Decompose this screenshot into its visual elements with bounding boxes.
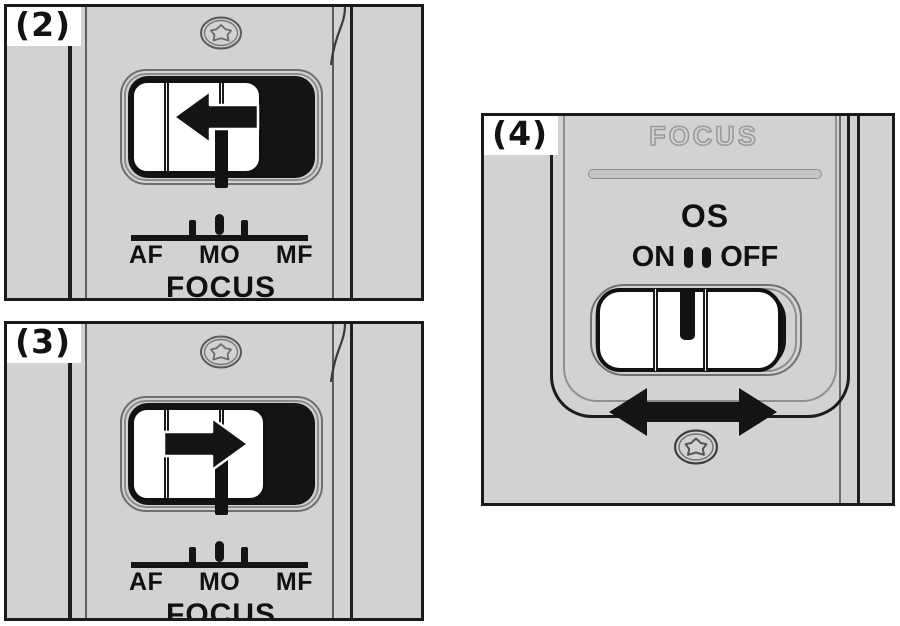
focus-caption: FOCUS (166, 271, 276, 301)
switch-recess (128, 403, 315, 515)
arrow-left-icon (172, 89, 260, 145)
focus-scale-labels: AF MO MF (129, 568, 313, 597)
os-label-off: OFF (720, 241, 779, 273)
focus-caption: FOCUS (166, 598, 276, 621)
lens-seam-line (839, 116, 841, 503)
knob-grip-groove (163, 83, 169, 171)
lens-seam-line (350, 324, 353, 618)
scale-label-mo: MO (198, 568, 241, 596)
knob-grip-groove (653, 289, 659, 371)
scale-tick-mo-mf (241, 547, 248, 568)
os-switch-bezel-outer (590, 284, 802, 376)
figure-badge-3: (3) (7, 324, 82, 363)
ghost-focus-label: FOCUS (648, 120, 759, 152)
scale-label-mf: MF (275, 241, 313, 269)
scale-tick-af-mo (189, 220, 196, 241)
double-arrow-horizontal-icon (609, 388, 777, 436)
star-screw-icon (200, 16, 242, 50)
scale-tick-af-mo (189, 547, 196, 568)
panel-slot-bar (588, 169, 822, 179)
os-tick-on (684, 247, 694, 268)
switch-pointer-tab (214, 120, 228, 188)
os-switch-pointer-tab (680, 288, 695, 340)
knob-grip-groove (703, 289, 709, 371)
focus-mode-switch[interactable] (120, 69, 323, 188)
scale-baseline (131, 562, 308, 568)
switch-recess (128, 76, 315, 188)
lens-seam-line (68, 324, 72, 618)
lens-seam-line (332, 324, 334, 618)
star-screw-icon (200, 335, 242, 369)
scale-tick-mo (215, 541, 224, 562)
os-label-on: ON (631, 241, 676, 273)
focus-scale-labels: AF MO MF (129, 241, 313, 270)
arrow-right-icon (162, 416, 250, 472)
focus-scale (131, 214, 308, 241)
os-stabilizer-switch[interactable] (590, 284, 802, 376)
figure-panel-2: AF MO MF FOCUS (2) (4, 4, 424, 301)
lens-seam-line (68, 7, 72, 298)
lens-seam-line (332, 7, 334, 298)
scale-label-mo: MO (198, 241, 241, 269)
lens-barrel-curve (329, 324, 347, 383)
star-screw-icon (673, 429, 719, 465)
focus-scale (131, 541, 308, 568)
scale-tick-mo (215, 214, 224, 235)
figure-panel-3: AF MO MF FOCUS (3) (4, 321, 424, 621)
os-onoff-labels: ON OFF (585, 241, 825, 274)
scale-tick-mo-mf (241, 220, 248, 241)
os-tick-off (702, 247, 712, 268)
lens-seam-line (857, 116, 860, 503)
lens-seam-line (85, 324, 87, 618)
lens-seam-line (350, 7, 353, 298)
switch-plate-outline-inner (563, 116, 837, 402)
figure-badge-2: (2) (7, 7, 82, 46)
lens-seam-line (85, 7, 87, 298)
figure-panel-4: FOCUS OS ON OFF (4) (481, 113, 895, 506)
lens-barrel-curve (329, 7, 347, 66)
figure-badge-4: (4) (484, 116, 559, 155)
focus-mode-switch[interactable] (120, 396, 323, 515)
scale-baseline (131, 235, 308, 241)
scale-label-mf: MF (275, 568, 313, 596)
os-title-label: OS (680, 198, 730, 234)
scale-label-af: AF (129, 568, 164, 596)
scale-label-af: AF (129, 241, 164, 269)
